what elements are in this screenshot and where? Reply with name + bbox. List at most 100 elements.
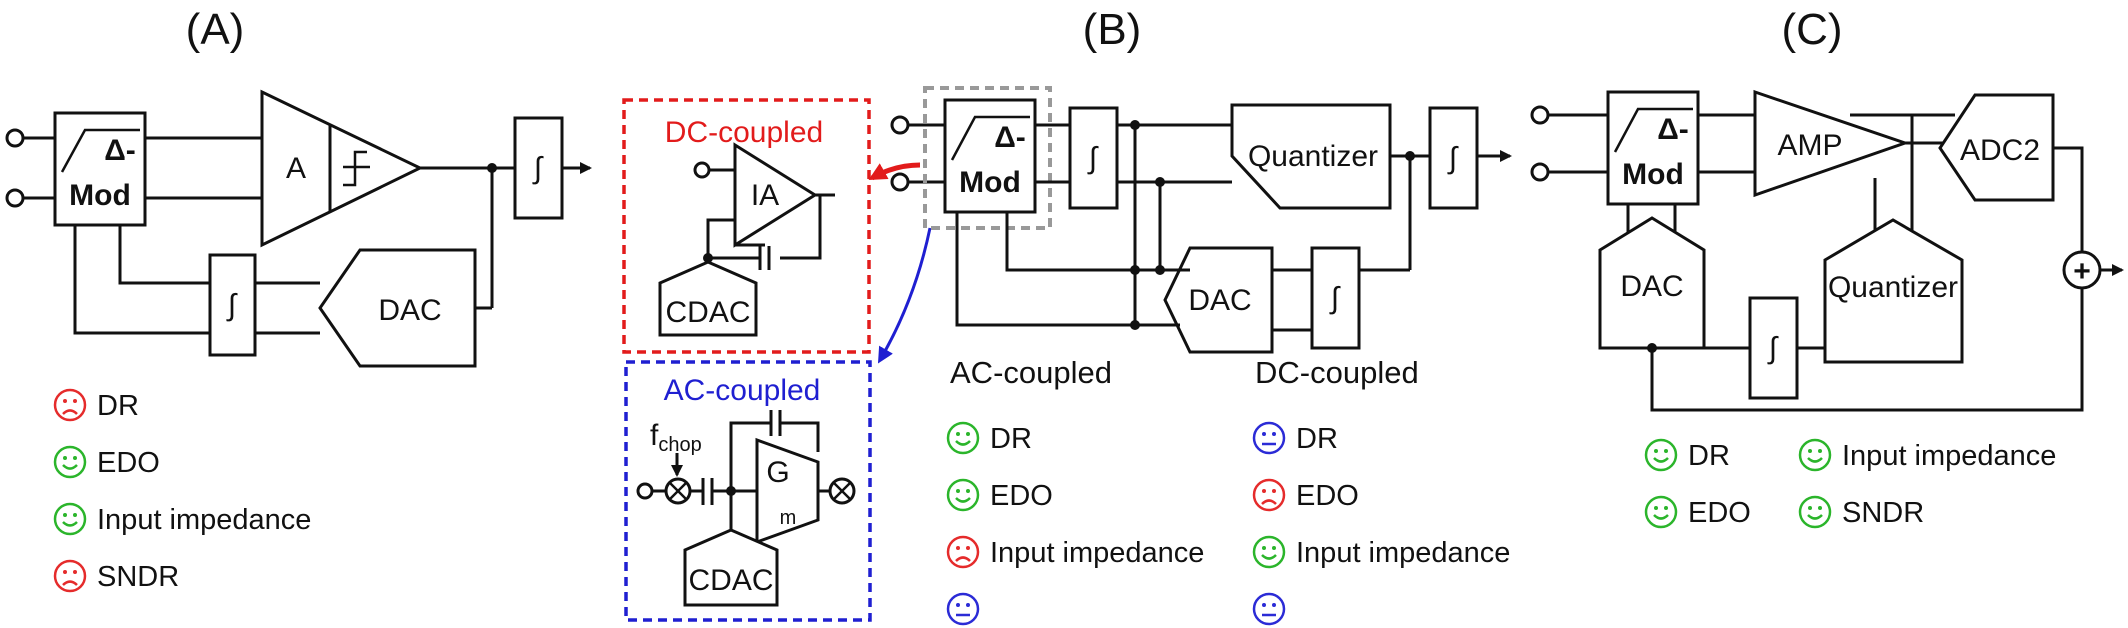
legend-item-label: SNDR — [97, 561, 179, 593]
panel-b-dc-legend: DR EDO Input impedance — [1252, 421, 1510, 626]
legend-item-label: DR — [1296, 423, 1338, 455]
legend-item-label: EDO — [990, 480, 1053, 512]
happy-face-icon — [53, 502, 87, 536]
quantizer-block: Quantizer — [1230, 103, 1392, 210]
delta-mod-top-label: Δ- — [994, 121, 1026, 154]
input-terminal-icon — [5, 128, 25, 148]
dc-pointer-arrow — [868, 162, 921, 181]
ac-pointer-arrow — [877, 227, 932, 364]
gm-subscript: m — [780, 507, 797, 529]
delta-modulator-block: Δ- Mod — [53, 111, 147, 227]
neutral-face-icon — [1252, 421, 1286, 455]
legend-item — [1252, 592, 1286, 626]
cdac-label: CDAC — [665, 296, 750, 329]
panel-c: (C) Δ- Mod AMP ADC2 — [1530, 5, 2124, 529]
input-terminal-icon — [636, 482, 654, 500]
input-terminal-icon — [1530, 105, 1550, 125]
feedback-integrator-block: ∫ — [208, 253, 257, 357]
panel-c-title: (C) — [1781, 5, 1842, 54]
legend-item-label: DR — [990, 423, 1032, 455]
adder-icon: + — [2062, 250, 2102, 290]
panel-a-title: (A) — [186, 5, 245, 54]
happy-face-icon — [1644, 495, 1678, 529]
dc-coupled-inset-label: DC-coupled — [665, 116, 823, 149]
feedback-dac-block: DAC — [1163, 246, 1274, 354]
legend-item-label: EDO — [1688, 497, 1751, 529]
neutral-face-icon — [1252, 592, 1286, 626]
adc2-label: ADC2 — [1960, 134, 2040, 167]
ac-coupled-inset-label: AC-coupled — [664, 374, 821, 407]
loop-integrator-block: ∫ — [1748, 296, 1799, 400]
output-integrator-block: ∫ — [513, 116, 564, 220]
legend-item-label: Input impedance — [1296, 537, 1510, 569]
first-integrator-block: ∫ — [1068, 106, 1119, 210]
integrator-label: ∫ — [532, 152, 544, 185]
integrator-label: ∫ — [1087, 142, 1099, 175]
feedback-dac-block: DAC — [318, 248, 477, 368]
dac-block: DAC — [1598, 216, 1706, 350]
legend-item: DR — [946, 421, 1032, 455]
cdac-block: CDAC — [683, 528, 779, 607]
legend-item: EDO — [1644, 495, 1751, 529]
integrator-label: ∫ — [226, 289, 238, 322]
panel-b: (B) DC-coupled IA CDAC AC-coupled — [622, 5, 1512, 626]
amp-block: AMP — [1753, 89, 1910, 198]
legend-item: Input impedance — [1798, 438, 2056, 472]
dc-coupled-inset: DC-coupled IA CDAC — [622, 98, 871, 354]
legend-item: Input impedance — [946, 535, 1204, 569]
ia-label: IA — [751, 179, 779, 212]
legend-item-label: EDO — [1296, 480, 1359, 512]
sad-face-icon — [53, 559, 87, 593]
legend-item: EDO — [53, 445, 160, 479]
output-integrator-block: ∫ — [1428, 106, 1479, 210]
panel-b-title: (B) — [1083, 5, 1142, 54]
feedback-integrator-block: ∫ — [1310, 246, 1361, 350]
legend-item — [946, 592, 980, 626]
delta-modulator-block: Δ- Mod — [943, 98, 1037, 214]
integrator-label: ∫ — [1329, 282, 1341, 315]
panel-b-ac-legend: DR EDO Input impedance — [946, 421, 1204, 626]
legend-item-label: Input impedance — [97, 504, 311, 536]
legend-item-label: Input impedance — [1842, 440, 2056, 472]
ac-coupled-column-header: AC-coupled — [950, 355, 1112, 390]
ac-coupled-inset: AC-coupled fchop G m — [624, 360, 872, 622]
happy-face-icon — [1798, 438, 1832, 472]
delta-mod-bottom-label: Mod — [959, 166, 1021, 199]
quantizer-label: Quantizer — [1828, 271, 1958, 304]
amplifier-comparator-block: A — [260, 89, 424, 248]
happy-face-icon — [53, 445, 87, 479]
fchop-label: fchop — [650, 419, 702, 456]
input-terminal-icon — [890, 172, 910, 192]
legend-item: SNDR — [1798, 495, 1924, 529]
legend-item: DR — [53, 388, 139, 422]
sad-face-icon — [1252, 478, 1286, 512]
neutral-face-icon — [946, 592, 980, 626]
amplifier-label: A — [286, 152, 306, 185]
adc2-block: ADC2 — [1938, 93, 2055, 202]
adder-label: + — [2073, 255, 2091, 288]
quantizer-label: Quantizer — [1248, 140, 1378, 173]
delta-mod-bottom-label: Mod — [1622, 158, 1684, 191]
cdac-label: CDAC — [688, 564, 773, 597]
happy-face-icon — [1798, 495, 1832, 529]
panel-a: (A) Δ- Mod A ∫ — [5, 5, 592, 593]
legend-item: Input impedance — [1252, 535, 1510, 569]
dc-coupled-column-header: DC-coupled — [1255, 355, 1419, 390]
legend-item: DR — [1644, 438, 1730, 472]
front-end-selection-box — [923, 86, 1052, 230]
delta-mod-top-label: Δ- — [1657, 113, 1689, 146]
delta-modulator-block: Δ- Mod — [1606, 90, 1700, 206]
cdac-block: CDAC — [658, 260, 758, 337]
happy-face-icon — [1644, 438, 1678, 472]
legend-item: EDO — [1252, 478, 1359, 512]
legend-item: Input impedance — [53, 502, 311, 536]
delta-mod-top-label: Δ- — [104, 134, 136, 167]
input-terminal-icon — [693, 161, 711, 179]
gm-label: G — [766, 456, 789, 489]
legend-item: EDO — [946, 478, 1053, 512]
legend-item-label: DR — [1688, 440, 1730, 472]
